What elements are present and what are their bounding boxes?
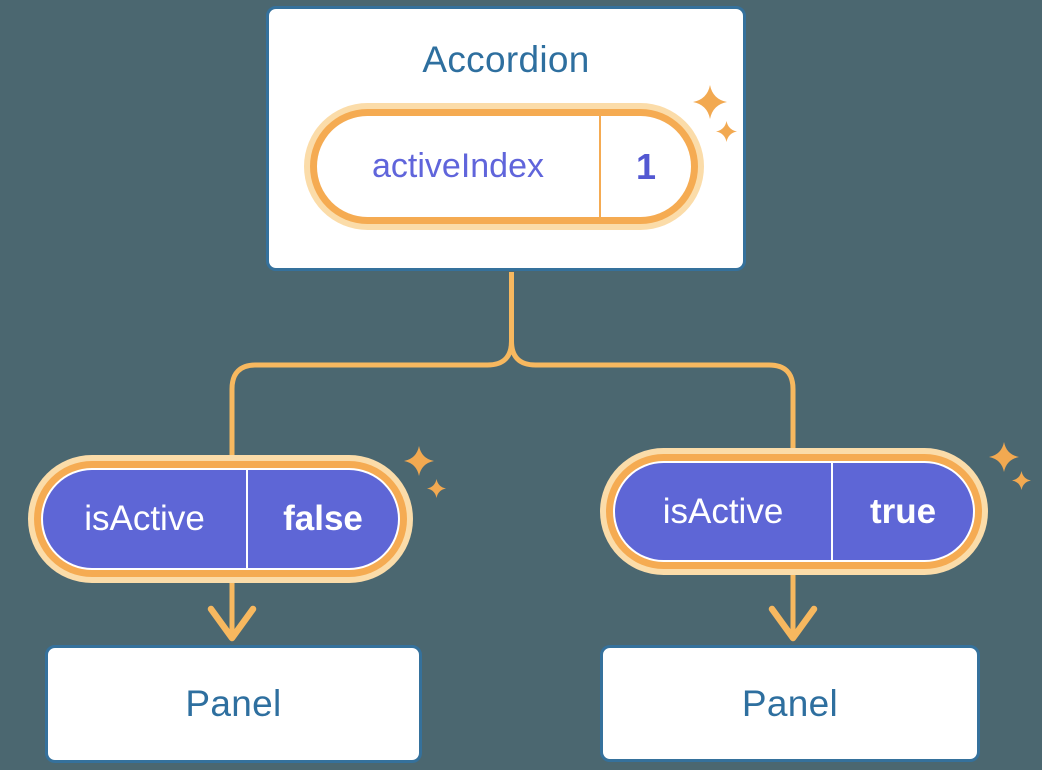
- prop-pill-right-value: true: [833, 463, 973, 560]
- prop-pill-left-label: isActive: [43, 470, 246, 568]
- sparkle-icon: [989, 442, 1019, 472]
- state-pill-label: activeIndex: [317, 116, 599, 217]
- prop-label-text: isActive: [84, 499, 205, 538]
- prop-pill-left: isActive false: [28, 455, 413, 583]
- panel-card-right: Panel: [600, 645, 980, 762]
- pill-divider: [599, 116, 601, 217]
- prop-label-text: isActive: [662, 491, 784, 531]
- state-pill-value: 1: [601, 116, 691, 217]
- sparkle-icon: [716, 121, 737, 142]
- panel-card-left: Panel: [45, 645, 422, 763]
- panel-title: Panel: [741, 682, 839, 724]
- prop-pill-left-value: false: [248, 470, 398, 568]
- arrow-down-icon-right: [768, 605, 818, 642]
- pill-divider: [246, 470, 248, 568]
- sparkle-icon: [693, 85, 727, 119]
- prop-pill-right-label: isActive: [615, 463, 831, 560]
- panel-title: Panel: [185, 683, 282, 724]
- sparkle-icon: [404, 446, 434, 476]
- state-value-text: 1: [635, 145, 657, 187]
- prop-value-text: true: [869, 491, 937, 531]
- state-pill: activeIndex 1: [304, 103, 704, 230]
- prop-pill-right: isActive true: [600, 448, 988, 575]
- connector-right: [509, 272, 796, 633]
- accordion-title: Accordion: [422, 39, 590, 80]
- pill-divider: [831, 463, 833, 560]
- state-label-text: activeIndex: [372, 147, 544, 185]
- arrow-down-icon-left: [207, 605, 257, 642]
- sparkle-icon: [1012, 471, 1031, 490]
- prop-value-text: false: [283, 499, 363, 538]
- sparkle-icon: [427, 479, 446, 498]
